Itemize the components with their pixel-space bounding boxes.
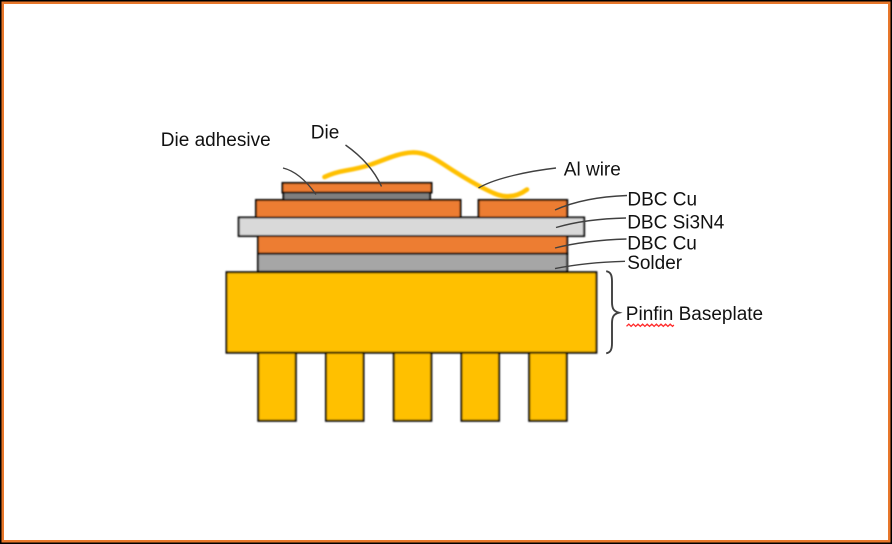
svg-text:DBC Cu: DBC Cu <box>627 234 697 255</box>
svg-text:DBC Cu: DBC Cu <box>627 190 697 211</box>
svg-text:DBC Si3N4: DBC Si3N4 <box>627 212 725 233</box>
svg-text:Pinfin Baseplate: Pinfin Baseplate <box>626 304 763 325</box>
svg-text:Die adhesive: Die adhesive <box>161 130 271 151</box>
svg-text:Al wire: Al wire <box>564 160 621 181</box>
svg-text:Die: Die <box>311 122 340 143</box>
svg-text:Solder: Solder <box>627 253 683 274</box>
